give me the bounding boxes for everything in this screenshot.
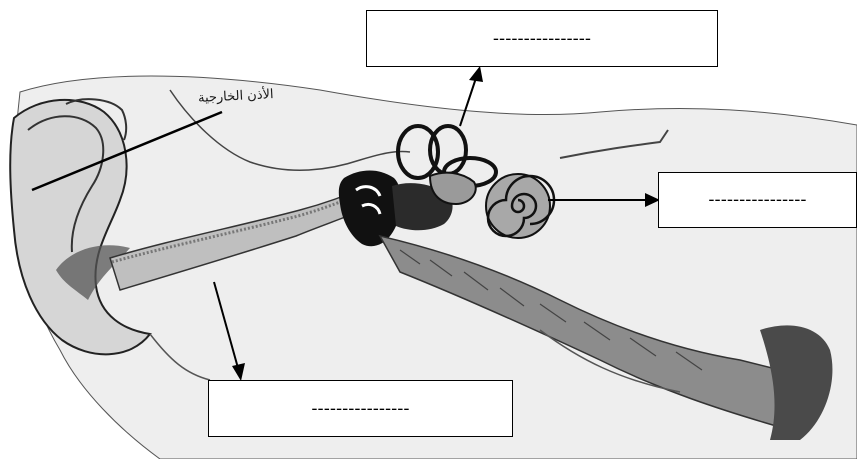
- answer-box-bottom[interactable]: ----------------: [208, 380, 513, 437]
- answer-box-top[interactable]: ----------------: [366, 10, 718, 67]
- cochlea: [486, 174, 550, 238]
- answer-box-right[interactable]: ----------------: [658, 172, 857, 228]
- arrow-top-head: [469, 66, 483, 82]
